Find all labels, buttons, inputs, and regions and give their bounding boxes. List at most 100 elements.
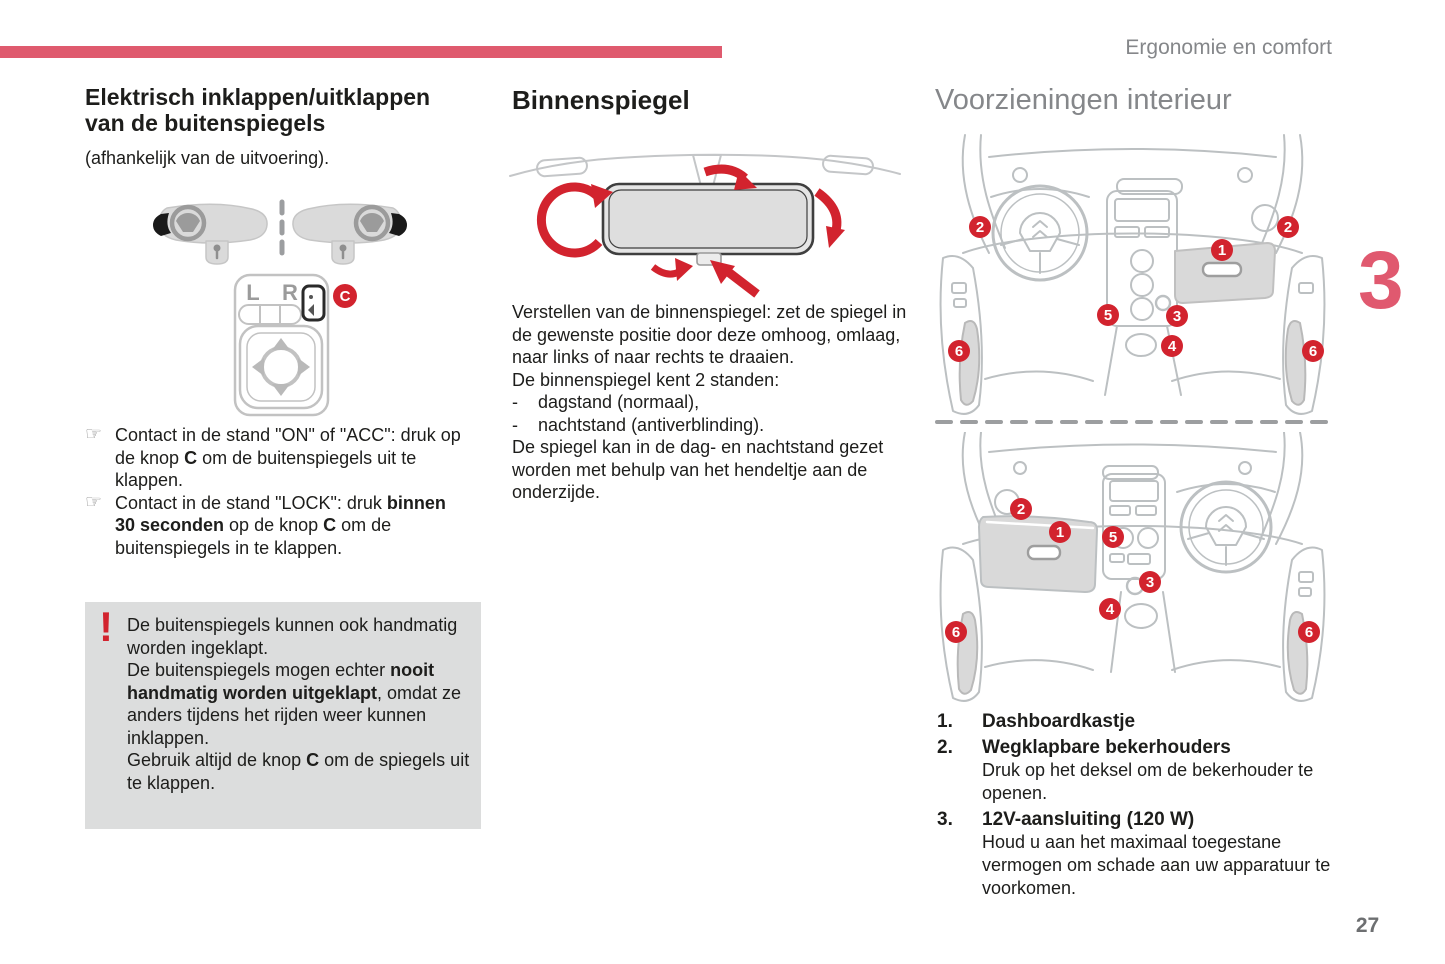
label-L: L [246,280,259,305]
door-panel-left [939,255,983,415]
warning-text: De buitenspiegels kunnen ook handmatig w… [127,614,473,794]
callout: 5 [1109,529,1117,546]
callout: 1 [1218,242,1226,259]
rotate-arrow-bottom [650,264,681,278]
bullet-2-pre: Contact in de stand "LOCK": druk [115,492,387,513]
key-icon [213,244,221,252]
sun-visor-right [822,154,874,176]
door-bin [958,320,981,406]
dashboard-diagram-rhd: 2 1 5 3 4 6 6 [939,432,1326,702]
glovebox-handle [1201,261,1243,278]
legend-number: 2. [937,737,953,758]
legend-body: Wegklapbare bekerhouders Druk op het dek… [982,736,1335,805]
bullet-2-bold: binnen 30 seconden [115,492,446,536]
gear-shifter [1124,603,1158,629]
callout: 4 [1106,601,1115,618]
warning-p2-pre: De buitenspiegels mogen echter [127,660,391,680]
mirror-switch-panel: L R [233,273,330,417]
right-section-title: Voorzieningen interieur [935,84,1232,116]
accent-bar [0,46,722,58]
interior-mirror [601,182,815,266]
list-item-text: dagstand (normaal), [538,392,700,412]
left-title-line1: Elektrisch inklappen/uitklappen [85,84,431,110]
bullet-text: Contact in de stand "ON" of "ACC": druk … [115,424,467,492]
folded-mirror-black [153,213,171,236]
callout: 6 [1305,624,1313,641]
glovebox-handle [1026,544,1062,561]
mirror-folding-diagram: L R [153,199,480,417]
arrow-down-icon [272,384,290,396]
callouts-top: 2 1 2 5 3 4 6 6 [948,216,1324,362]
callout-C: C [333,284,357,308]
dashboard-diagram-lhd: 2 1 2 5 3 4 6 6 [935,134,1330,424]
bullet-item: ☞ Contact in de stand "LOCK": druk binne… [85,492,467,560]
chapter-number: 3 [1358,235,1404,326]
car-top-view-right [293,204,407,264]
center-stack [1106,190,1178,327]
legend-item: 3. 12V-aansluiting (120 W) Houd u aan he… [937,808,1335,900]
interior-mirror-illustration [509,153,901,298]
pointing-hand-icon: ☞ [85,424,103,445]
bullet-1-bold: C [184,447,198,468]
middle-p3: De spiegel kan in de dag- en nachtstand … [512,437,884,502]
middle-p1: Verstellen van de binnenspiegel: zet de … [512,302,907,367]
arrow-right-icon [298,358,310,376]
left-title-line2: van de buitenspiegels [85,110,326,136]
gear-shifter [1125,333,1157,357]
callout: 6 [1309,343,1317,360]
side-vent [1251,204,1279,232]
arrow-up-icon [272,338,290,350]
bullet-2-bold2: C [323,515,337,535]
callout: 1 [1056,524,1064,541]
legend-body: 12V-aansluiting (120 W) Houd u aan het m… [982,808,1335,900]
callout: 2 [976,219,984,236]
exclamation-icon: ! [99,603,113,650]
middle-section-title: Binnenspiegel [512,85,690,115]
warning-p1: De buitenspiegels kunnen ook handmatig w… [127,615,458,658]
bullet-2-mid: op de knop [224,515,324,535]
callout: 2 [1017,501,1025,518]
callout: 6 [952,624,960,641]
center-stack [1102,473,1166,580]
warning-p2-bold: nooit handmatig worden uitgeklapt [127,660,435,703]
bullet-text: Contact in de stand "LOCK": druk binnen … [115,492,467,560]
callout: 5 [1104,307,1112,324]
page-number: 27 [1355,914,1380,937]
warning-box: ! De buitenspiegels kunnen ook handmatig… [85,602,481,829]
sun-visor-left [536,156,588,178]
legend-body: Dashboardkastje [982,710,1335,733]
steering-wheel-icon [169,204,207,242]
steering-wheel-icon [1179,480,1273,574]
left-section-title: Elektrisch inklappen/uitklappen van de b… [85,84,485,136]
power-socket [1154,294,1172,312]
warning-p3-pre: Gebruik altijd de knop [127,750,307,770]
bullet-1-post: om de buitenspiegels uit te klappen. [115,447,417,491]
list-item: - nachtstand (antiverblinding). [512,414,912,437]
legend-desc: Houd u aan het maximaal toegestane vermo… [982,832,1331,898]
roof-line [988,148,1277,158]
rotate-arrow-left [536,182,603,258]
legend-item: 2. Wegklapbare bekerhouders Druk op het … [937,736,1335,805]
warning-p3-post: om de spiegels uit te klappen. [127,750,470,793]
middle-paragraphs: Verstellen van de binnenspiegel: zet de … [512,301,912,504]
legend-name: Wegklapbare bekerhouders [982,737,1231,758]
bullet-2-post: om de buitenspiegels in te klappen. [115,515,392,558]
list-item: - dagstand (normaal), [512,391,912,414]
dash-marker: - [512,392,518,412]
warning-p2-post: , omdat ze anders tijdens het rijden wee… [127,682,462,748]
door-panel-right [1282,255,1326,415]
left-subtitle: (afhankelijk van de uitvoering). [85,148,330,168]
roof-line [988,443,1277,453]
lever-arrow [724,267,760,298]
legend-item: 1. Dashboardkastje [937,710,1335,733]
callout: 3 [1146,574,1154,591]
label-R: R [282,280,298,305]
middle-p2: De binnenspiegel kent 2 standen: [512,369,780,390]
callout: 2 [1284,219,1292,236]
legend-number: 3. [937,809,953,830]
four-way-pad [238,324,324,410]
callouts-bottom: 2 1 5 3 4 6 6 [945,498,1320,643]
callout: 6 [955,343,963,360]
bullet-item: ☞ Contact in de stand "ON" of "ACC": dru… [85,424,467,492]
